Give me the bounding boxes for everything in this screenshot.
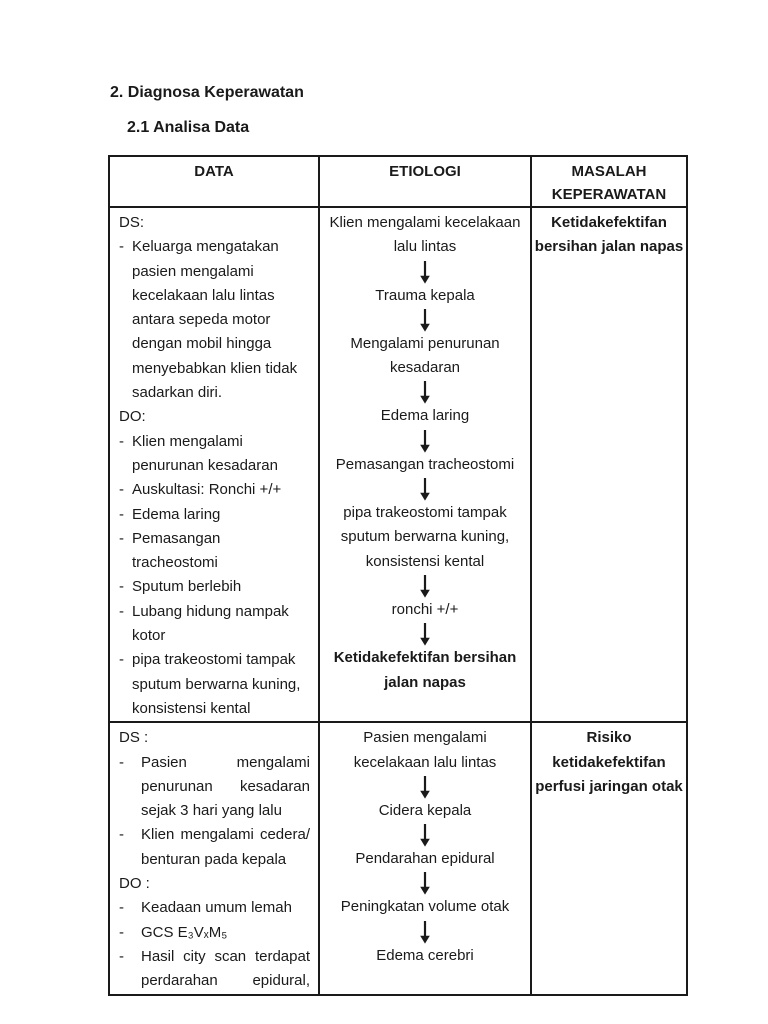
bullet-dash: - [119, 481, 124, 499]
etiologi-step: Peningkatan volume otak [340, 898, 510, 916]
list-item: -Edema laring [119, 503, 310, 527]
ds-list: -Keluarga mengatakan pasien mengalami ke… [119, 235, 310, 405]
data-cell: DS: -Keluarga mengatakan pasien mengalam… [108, 205, 320, 724]
down-arrow-icon [325, 380, 525, 405]
etiologi-step: Cidera kepala [378, 801, 472, 819]
etiologi-conclusion: Ketidakefektifan bersihan jalan napas [333, 649, 517, 691]
list-item: -Pemasangan tracheostomi [119, 527, 310, 576]
list-item-text: Auskultasi: Ronchi +/+ [132, 481, 282, 499]
etiologi-step: Pemasangan tracheostomi [335, 455, 515, 473]
bullet-dash: - [119, 753, 124, 771]
bullet-dash: - [119, 923, 124, 941]
list-item-text: pipa trakeostomi tampak sputum berwarna … [132, 651, 301, 717]
list-item-text: GCS E₃VₓM₅ [141, 923, 228, 941]
bullet-dash: - [119, 899, 124, 917]
ds-list: -Pasien mengalami penurunan kesadaran se… [119, 751, 310, 872]
list-item: -Keadaan umum lemah [119, 896, 310, 920]
list-item-text: Klien mengalami penurunan kesadaran [132, 432, 278, 474]
bullet-dash: - [119, 238, 124, 256]
etiologi-cell: Klien mengalami kecelakaan lalu lintas T… [318, 205, 532, 724]
bullet-dash: - [119, 505, 124, 523]
bullet-dash: - [119, 432, 124, 450]
masalah-cell: Ketidakefektifan bersihan jalan napas [530, 205, 688, 724]
list-item-text: Keadaan umum lemah [141, 899, 292, 917]
subsection-heading: 2.1 Analisa Data [127, 119, 250, 136]
list-item-text: Pemasangan tracheostomi [132, 529, 221, 572]
list-item: -Keluarga mengatakan pasien mengalami ke… [119, 235, 310, 405]
down-arrow-icon [325, 574, 525, 598]
column-header-etiologi: ETIOLOGI [318, 155, 532, 208]
list-item: -Sputum berlebih [119, 575, 310, 599]
etiologi-step: Pasien mengalami kecelakaan lalu lintas [353, 729, 497, 771]
bullet-dash: - [119, 651, 124, 669]
down-arrow-icon [325, 429, 525, 453]
etiologi-step: ronchi +/+ [391, 600, 459, 618]
list-item: -Klien mengalami cedera/ benturan pada k… [119, 823, 310, 872]
down-arrow-icon [325, 775, 525, 799]
list-item: -GCS E₃VₓM₅ [119, 921, 310, 945]
masalah-text: Ketidakefektifan bersihan jalan napas [534, 214, 684, 256]
down-arrow-icon [325, 308, 525, 332]
list-item: -Klien mengalami penurunan kesadaran [119, 430, 310, 479]
down-arrow-icon [325, 823, 525, 847]
table-header-row: DATA ETIOLOGI MASALAH KEPERAWATAN [108, 155, 688, 208]
list-item-text: Hasil city scan terdapat perdarahan epid… [141, 947, 310, 990]
masalah-text: Risiko ketidakefektifan perfusi jaringan… [535, 729, 683, 795]
bullet-dash: - [119, 529, 124, 547]
do-list: -Keadaan umum lemah-GCS E₃VₓM₅-Hasil cit… [119, 896, 310, 993]
do-label: DO: [119, 408, 146, 426]
list-item-text: Sputum berlebih [132, 578, 242, 596]
down-arrow-icon [325, 260, 525, 284]
etiologi-cell: Pasien mengalami kecelakaan lalu lintas … [318, 721, 532, 996]
etiologi-flow: Klien mengalami kecelakaan lalu lintas T… [325, 211, 525, 622]
column-header-data: DATA [108, 155, 320, 208]
list-item: -pipa trakeostomi tampak sputum berwarna… [119, 648, 310, 721]
etiologi-step: pipa trakeostomi tampak sputum berwarna … [340, 504, 510, 570]
list-item-text: Klien mengalami cedera/ benturan pada ke… [141, 826, 310, 868]
list-item-text: Keluarga mengatakan pasien mengalami kec… [132, 238, 298, 402]
masalah-cell: Risiko ketidakefektifan perfusi jaringan… [530, 721, 688, 996]
list-item-text: Pasien mengalami penurunan kesadaran sej… [141, 753, 310, 820]
ds-label: DS : [119, 729, 149, 747]
etiologi-step: Edema laring [380, 407, 470, 425]
down-arrow-icon [325, 871, 525, 896]
list-item-text: Edema laring [132, 505, 221, 523]
down-arrow-icon [325, 477, 525, 501]
etiologi-step: Mengalami penurunan kesadaran [350, 334, 500, 377]
column-header-masalah-keperawatan: MASALAH KEPERAWATAN [530, 155, 688, 208]
list-item: -Auskultasi: Ronchi +/+ [119, 478, 310, 502]
ds-label: DS: [119, 214, 145, 231]
list-item: -Hasil city scan terdapat perdarahan epi… [119, 945, 310, 994]
section-heading: 2. Diagnosa Keperawatan [110, 84, 304, 101]
bullet-dash: - [119, 826, 124, 844]
bullet-dash: - [119, 947, 124, 965]
bullet-dash: - [119, 602, 124, 620]
do-list: -Klien mengalami penurunan kesadaran-Aus… [119, 430, 310, 722]
etiologi-step: Pendarahan epidural [355, 850, 495, 868]
table-row: DS : -Pasien mengalami penurunan kesadar… [108, 721, 688, 996]
list-item: -Lubang hidung nampak kotor [119, 600, 310, 649]
bullet-dash: - [119, 578, 124, 596]
etiologi-step: Edema cerebri [376, 946, 474, 964]
analisa-data-table: DATA ETIOLOGI MASALAH KEPERAWATAN DS: -K… [108, 155, 688, 996]
etiologi-step: Trauma kepala [375, 286, 475, 304]
etiologi-flow: Pasien mengalami kecelakaan lalu lintas … [325, 726, 525, 968]
list-item: -Pasien mengalami penurunan kesadaran se… [119, 751, 310, 824]
list-item-text: Lubang hidung nampak kotor [132, 602, 289, 645]
etiologi-step: Klien mengalami kecelakaan lalu lintas [329, 214, 521, 256]
down-arrow-icon [325, 622, 525, 646]
down-arrow-icon [325, 920, 525, 944]
data-cell: DS : -Pasien mengalami penurunan kesadar… [108, 721, 320, 996]
do-label: DO : [119, 875, 150, 893]
table-row: DS: -Keluarga mengatakan pasien mengalam… [108, 205, 688, 724]
